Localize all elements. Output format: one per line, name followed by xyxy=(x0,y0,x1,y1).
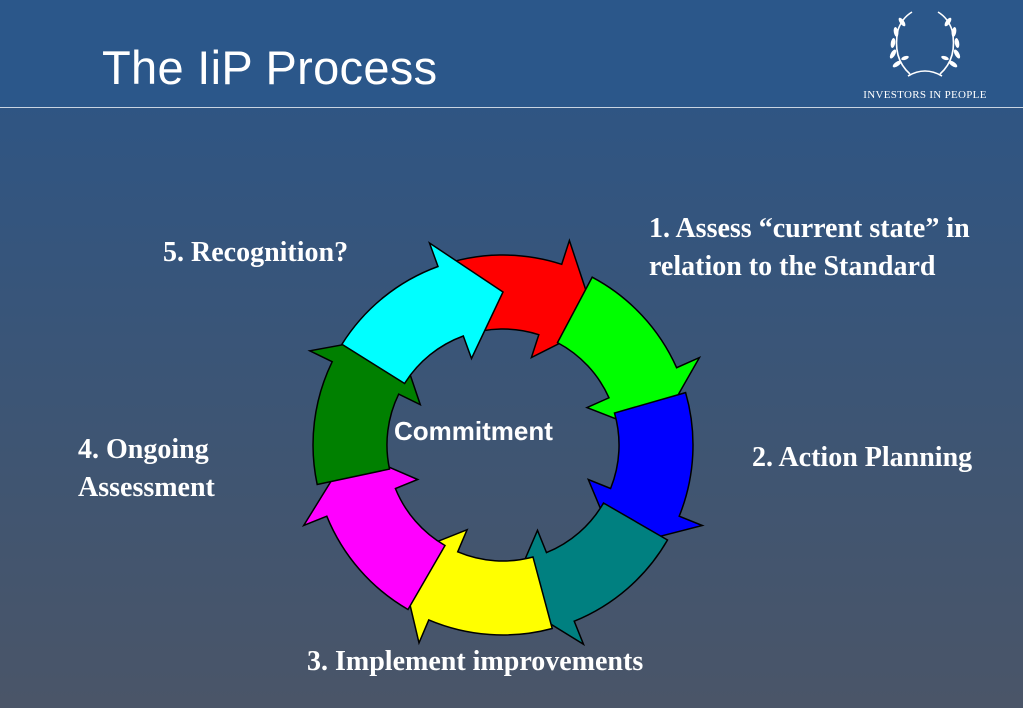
laurel-wreath-icon xyxy=(889,11,961,77)
title-bar: The IiP Process INVEST xyxy=(0,0,1023,108)
logo-text: INVESTORS IN PEOPLE xyxy=(863,89,987,101)
page-title: The IiP Process xyxy=(102,41,438,94)
center-label: Commitment xyxy=(394,416,553,446)
magenta-arrow xyxy=(301,449,447,611)
step-1-label: 1. Assess “current state” in relation to… xyxy=(649,213,970,282)
cyan-arrow xyxy=(340,241,504,385)
step-2-label: 2. Action Planning xyxy=(752,442,973,473)
step-5-label: 5. Recognition? xyxy=(163,237,349,268)
investors-in-people-logo: INVESTORS IN PEOPLE xyxy=(850,8,1000,104)
step-3-label: 3. Implement improvements xyxy=(307,646,644,677)
step-4-label: 4. Ongoing Assessment xyxy=(78,434,215,503)
